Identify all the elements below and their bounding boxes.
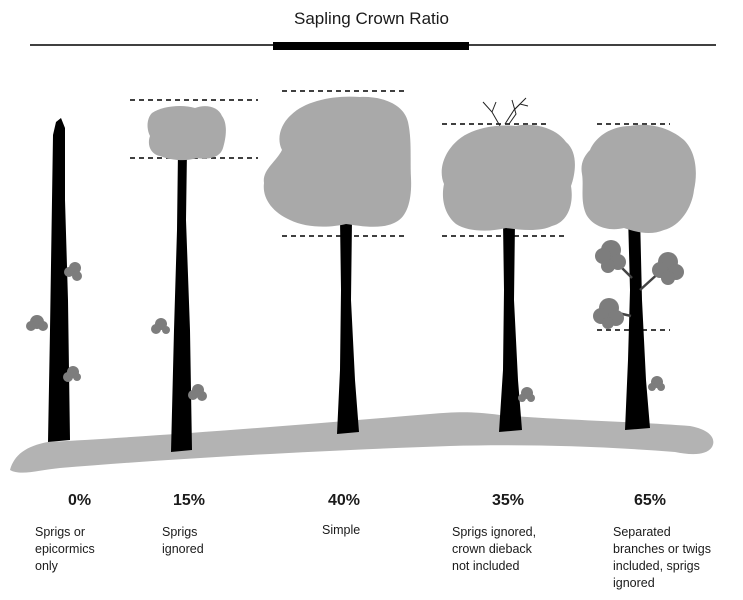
tree-caption: Sprigs or epicormics only [35, 524, 185, 575]
caption-line: ignored [613, 576, 655, 590]
caption-line: crown dieback [452, 542, 532, 556]
caption-line: not included [452, 559, 520, 573]
tree-trunk [48, 118, 70, 442]
title-rule-bar [273, 42, 469, 50]
branch-foliage [593, 298, 624, 329]
tree-trunk [171, 150, 192, 452]
caption-line: Sprigs ignored, [452, 525, 537, 539]
tree-percent-label: 0% [68, 492, 92, 509]
sprig [26, 315, 48, 331]
caption-line: included, sprigs [613, 559, 700, 573]
branch-foliage [595, 240, 626, 273]
caption-line: Sprigs [162, 525, 198, 539]
tree-15-percent [130, 99, 258, 452]
caption-line: only [35, 559, 58, 573]
tree-percent-label: 15% [173, 492, 206, 509]
branch-foliage [652, 252, 684, 285]
tree-percent-label: 35% [492, 492, 525, 509]
tree-trunk [337, 220, 359, 434]
figure-title: Sapling Crown Ratio [294, 9, 449, 28]
tree-40-percent [263, 90, 412, 434]
tree-caption: Simple [322, 522, 472, 539]
tree-crown [581, 124, 696, 234]
tree-percent-label: 65% [634, 492, 667, 509]
sprig [188, 384, 207, 401]
sprig [64, 262, 82, 281]
tree-35-percent [441, 97, 575, 432]
tree-trunk [625, 215, 650, 430]
tree-crown [147, 105, 226, 161]
caption-line: Separated [613, 525, 671, 539]
ground [10, 412, 714, 473]
caption-line: Simple [322, 523, 361, 537]
tree-caption: Sprigs ignored, crown dieback not includ… [452, 524, 602, 575]
tree-crown [263, 96, 412, 227]
caption-line: branches or twigs [613, 542, 711, 556]
dead-twigs [482, 97, 529, 127]
tree-65-percent [581, 123, 696, 430]
tree-crown [441, 124, 575, 231]
tree-caption: Separated branches or twigs included, sp… [613, 524, 738, 592]
sprig [63, 366, 81, 382]
tree-0-percent [26, 118, 82, 442]
sprig [518, 387, 535, 402]
sprig [151, 318, 170, 334]
tree-percent-label: 40% [328, 492, 361, 509]
caption-line: ignored [162, 542, 204, 556]
caption-line: Sprigs or [35, 525, 86, 539]
sprig [648, 376, 665, 391]
tree-caption: Sprigs ignored [162, 524, 312, 558]
caption-line: epicormics [35, 542, 95, 556]
tree-trunk [499, 222, 522, 432]
